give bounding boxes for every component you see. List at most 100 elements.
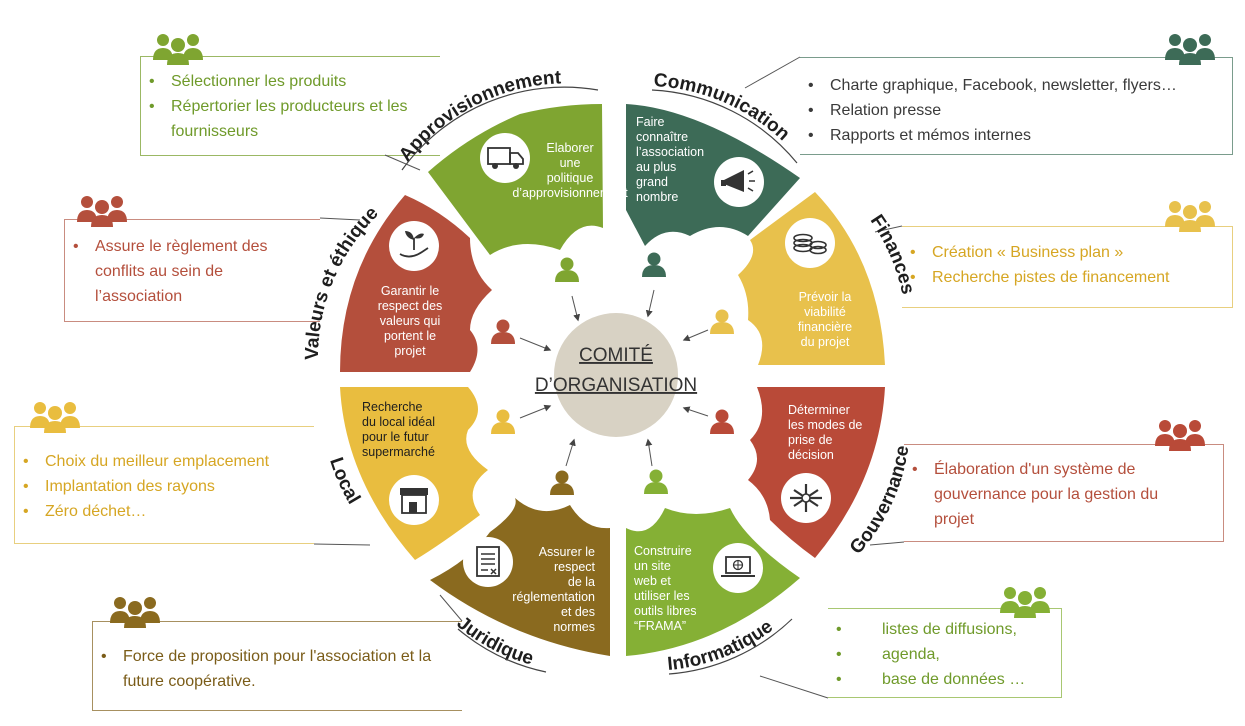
segment-text-line: Faire	[636, 115, 665, 129]
title-underline	[457, 628, 547, 673]
title-finances: Finances	[866, 211, 918, 296]
title-underline	[401, 86, 599, 171]
connector-line	[439, 594, 463, 622]
arrow-to-center	[519, 404, 552, 419]
segment-text-line: prise de	[788, 433, 833, 447]
connector-line	[384, 154, 421, 171]
document-icon	[463, 537, 513, 587]
list-item: Répertorier les producteurs et les fourn…	[141, 94, 421, 144]
person-icon	[642, 252, 666, 277]
segment-text-line: “FRAMA”	[634, 619, 686, 633]
list-item: Création « Business plan »	[902, 240, 1232, 265]
person-icon	[555, 257, 579, 282]
connector-line	[313, 543, 371, 546]
list-item: Rapports et mémos internes	[800, 123, 1232, 148]
people-group-icon	[153, 34, 203, 65]
segment-text-line: Elaborer	[546, 141, 593, 155]
list-item: Implantation des rayons	[15, 474, 314, 499]
list-item: Charte graphique, Facebook, newsletter, …	[800, 73, 1232, 98]
box-juridique: Force de proposition pour l'association …	[92, 621, 462, 711]
list-item: agenda,	[828, 642, 1061, 667]
segment-text-line: normes	[553, 620, 595, 634]
connector-line	[744, 56, 801, 89]
segment-juridique	[430, 498, 610, 656]
person-icon	[644, 469, 668, 494]
segment-text-line: financière	[798, 320, 852, 334]
people-group-icon	[110, 597, 160, 628]
center-title-line1: COMITÉ	[579, 345, 653, 366]
segment-text-line: respect des	[378, 299, 443, 313]
segment-text-line: supermarché	[362, 445, 435, 459]
plant-hand-icon	[389, 221, 439, 271]
segment-text-line: les modes de	[788, 418, 862, 432]
segment-text-line: l’association	[636, 145, 704, 159]
laptop-icon	[713, 543, 763, 593]
arrow-to-center	[645, 289, 655, 318]
segment-finances	[738, 192, 885, 365]
box-finances: Création « Business plan » Recherche pis…	[902, 226, 1233, 308]
segment-text-line: Recherche	[362, 400, 422, 414]
arrow-to-center	[565, 438, 576, 467]
person-icon	[491, 409, 515, 434]
list-item: Sélectionner les produits	[141, 69, 440, 94]
list-item: listes de diffusions,	[828, 617, 1061, 642]
segment-text-line: nombre	[636, 190, 678, 204]
segment-text-line: décision	[788, 448, 834, 462]
segment-text-line: de la	[568, 575, 595, 589]
segment-text-line: viabilité	[804, 305, 846, 319]
segment-text-line: politique	[547, 171, 594, 185]
center-circle	[554, 313, 678, 437]
segment-informatique	[626, 508, 800, 656]
box-approvisionnement: Sélectionner les produits Répertorier le…	[140, 56, 440, 156]
box-communication: Charte graphique, Facebook, newsletter, …	[800, 57, 1233, 155]
connector-line	[759, 675, 829, 699]
segment-text-line: connaître	[636, 130, 688, 144]
people-group-icon	[30, 402, 80, 433]
box-gouvernance: Élaboration d'un système de gouvernance …	[904, 444, 1224, 542]
box-informatique: listes de diffusions, agenda, base de do…	[828, 608, 1062, 698]
segment-valeurs	[340, 195, 492, 372]
arrow-to-center	[519, 337, 552, 352]
person-icon	[710, 309, 734, 334]
title-underline	[668, 618, 793, 675]
list-item: Relation presse	[800, 98, 1232, 123]
list-item: Assure le règlement des conflits au sein…	[65, 234, 295, 309]
segment-text-line: d’approvisionnement	[512, 186, 628, 200]
segment-text-line: respect	[554, 560, 596, 574]
segment-text-line: réglementation	[512, 590, 595, 604]
coins-icon	[785, 218, 835, 268]
shop-icon	[389, 475, 439, 525]
list-item: Élaboration d'un système de gouvernance …	[904, 457, 1194, 532]
segment-text-line: projet	[394, 344, 426, 358]
segment-text-line: Prévoir la	[799, 290, 852, 304]
hands-icon	[781, 473, 831, 523]
people-group-icon	[77, 196, 127, 227]
segment-text-line: portent le	[384, 329, 436, 343]
people-group-icon	[1155, 420, 1205, 451]
people-group-icon	[1165, 34, 1215, 65]
segment-text-line: et des	[561, 605, 595, 619]
list-item: Choix du meilleur emplacement	[15, 449, 314, 474]
megaphone-icon	[714, 157, 764, 207]
segment-text-line: un site	[634, 559, 671, 573]
segment-text-line: du projet	[801, 335, 850, 349]
truck-icon	[480, 133, 530, 183]
people-group-icon	[1000, 587, 1050, 618]
segment-text-line: outils libres	[634, 604, 697, 618]
list-item: Recherche pistes de financement	[902, 265, 1232, 290]
box-local: Choix du meilleur emplacement Implantati…	[14, 426, 314, 544]
segment-text-line: valeurs qui	[380, 314, 440, 328]
segment-communication	[626, 104, 800, 246]
person-icon	[550, 470, 574, 495]
connector-line	[319, 217, 361, 221]
person-icon	[491, 319, 515, 344]
segment-text-line: Déterminer	[788, 403, 850, 417]
arrow-to-center	[645, 438, 653, 467]
